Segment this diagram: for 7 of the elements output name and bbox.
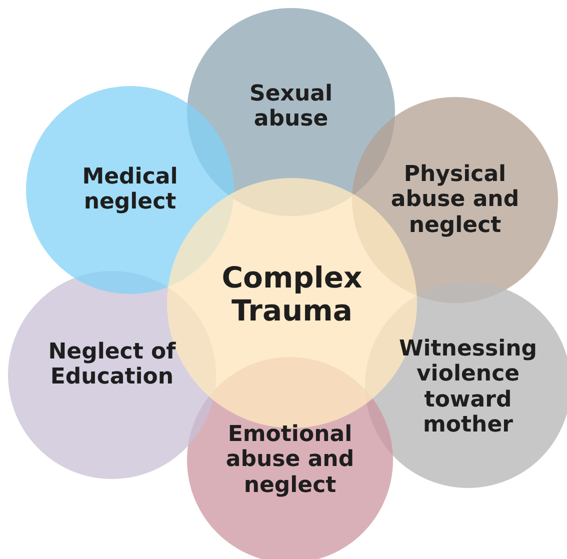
category-label: Witnessing violence toward mother <box>398 336 538 438</box>
center-label: Complex Trauma <box>220 262 364 328</box>
category-label: Physical abuse and neglect <box>390 162 520 238</box>
category-label: Sexual abuse <box>248 82 334 132</box>
category-label: Neglect of Education <box>47 340 177 390</box>
category-label: Emotional abuse and neglect <box>224 422 356 498</box>
category-label: Medical neglect <box>81 164 179 216</box>
